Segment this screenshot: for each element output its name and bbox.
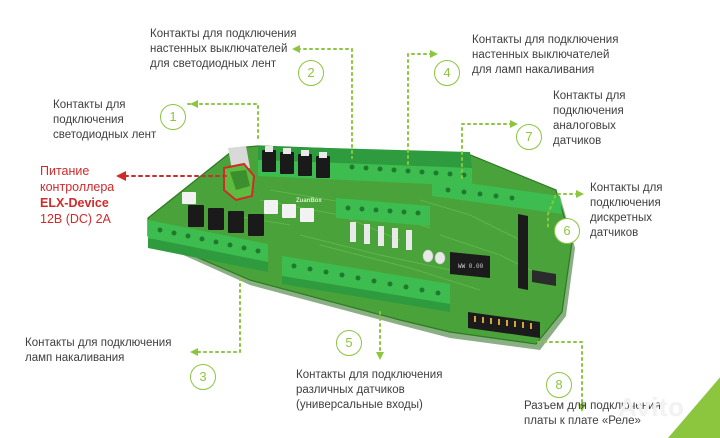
controller-board: WW 0.00 ZuanBox: [147, 145, 575, 350]
callout-badge-8: 8: [546, 372, 572, 398]
connector-6: [547, 193, 579, 229]
chip-label: WW 0.00: [458, 263, 484, 270]
corner-decoration: [668, 377, 720, 438]
connector-arrowheads: [190, 45, 586, 412]
relays-led: [262, 146, 330, 178]
callout-badge-5: 5: [336, 330, 362, 356]
pin-header-vertical: [518, 214, 528, 290]
connector-1: [187, 103, 259, 143]
power-spec: 12В (DC) 2А: [40, 212, 111, 226]
callout-connectors: [187, 48, 583, 405]
power-connector: [223, 146, 256, 202]
connector-2: [297, 48, 353, 159]
terminal-block-left: [148, 220, 268, 272]
connector-4: [407, 53, 433, 169]
power-label: Питание контроллера ELX-Device 12В (DC) …: [40, 163, 114, 227]
relay-board-connector: [468, 312, 540, 338]
power-connector-line: [116, 171, 227, 181]
microcontroller-chip: WW 0.00: [450, 252, 490, 278]
callout-badge-3: 3: [190, 364, 216, 390]
avito-watermark: Avito: [618, 392, 685, 422]
terminal-block-middle: [336, 198, 430, 250]
callout-badge-6: 6: [554, 218, 580, 244]
callout-badge-1: 1: [160, 104, 186, 130]
connector-7: [461, 123, 513, 179]
board-logo: ZuanBox: [296, 198, 322, 204]
power-line-2: контроллера: [40, 180, 115, 194]
power-brand: ELX-Device: [40, 196, 109, 210]
relays-lamps: [182, 192, 314, 236]
connector-8: [537, 341, 583, 405]
terminal-block-bottom: [282, 256, 450, 312]
connector-3: [195, 277, 241, 353]
power-line-1: Питание: [40, 164, 90, 178]
callout-badge-7: 7: [516, 124, 542, 150]
callout-badge-2: 2: [298, 60, 324, 86]
callout-badge-4: 4: [434, 60, 460, 86]
